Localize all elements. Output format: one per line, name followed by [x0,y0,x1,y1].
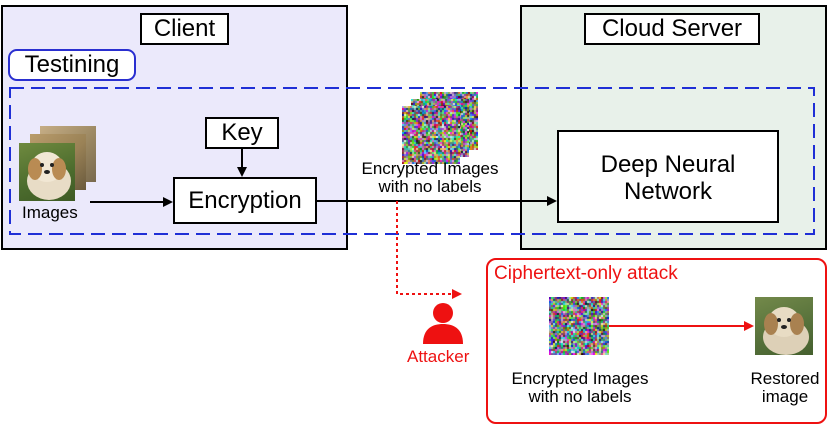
deep-neural-network-box: Deep Neural Network [557,130,779,223]
intercept-dotted-arrow [396,201,462,299]
images-label: Images [22,203,78,222]
encryption-box: Encryption [173,177,317,224]
attack-encrypted-line-1: Encrypted Images [511,369,649,388]
encrypted-image-icon [402,106,460,164]
restored-line-2: image [761,387,809,406]
attack-title: Ciphertext-only attack [494,263,678,284]
attacker-label: Attacker [407,347,470,366]
dog-image-icon [19,143,75,201]
encrypted-images-middle-label: Encrypted Images with no labels [345,160,515,196]
dnn-line-1: Deep Neural [600,151,736,178]
restored-line-1: Restored [750,369,820,388]
restored-image-label: Restored image [735,370,830,406]
testing-region-dashed-box [9,87,815,235]
attack-encrypted-image-icon [549,297,609,355]
restored-dog-image-icon [755,297,813,355]
phase-label: Testining [8,49,136,81]
attacker-icon [423,303,463,344]
attack-encrypted-images-label: Encrypted Images with no labels [495,370,665,406]
encrypted-mid-line-2: with no labels [378,177,482,196]
client-title: Client [140,13,229,45]
cloud-server-title: Cloud Server [584,13,760,45]
dnn-line-2: Network [623,178,713,205]
attack-encrypted-line-2: with no labels [528,387,632,406]
key-box: Key [205,117,279,149]
encrypted-mid-line-1: Encrypted Images [361,159,499,178]
